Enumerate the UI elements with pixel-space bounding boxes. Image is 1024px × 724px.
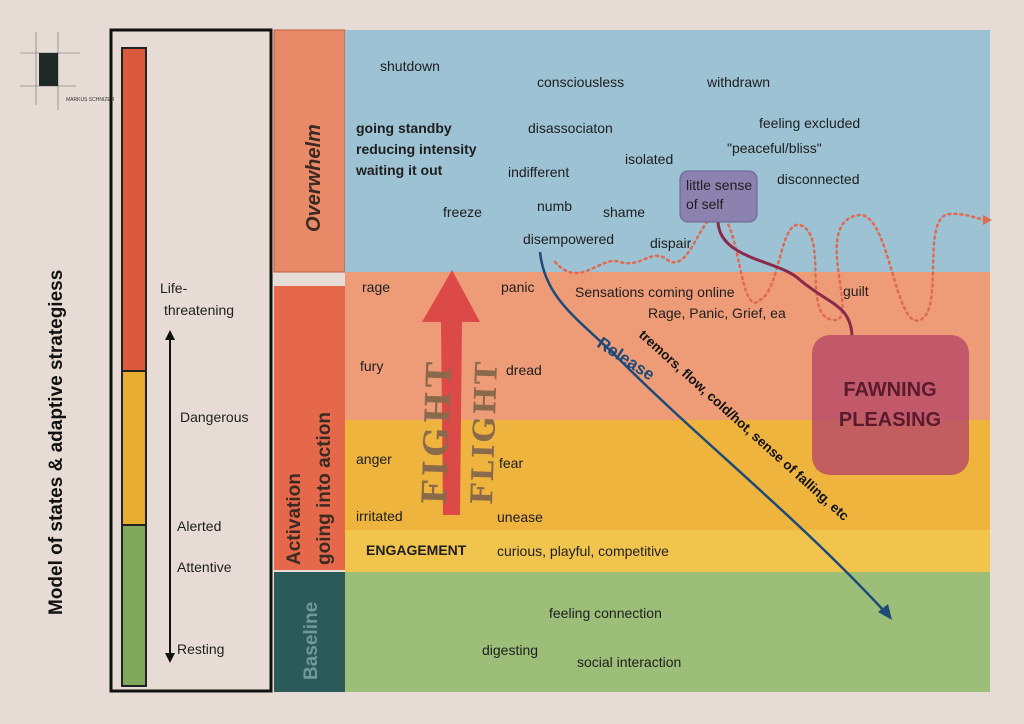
scale-box [109, 28, 273, 693]
scale-label-resting: Resting [177, 641, 224, 657]
word-rage-panic-grief: Rage, Panic, Grief, ea [648, 305, 786, 321]
word-irritated: irritated [356, 508, 403, 524]
door-icon [39, 53, 58, 86]
logo-author: MARKUS SCHNIZER [66, 97, 115, 103]
engagement-label: ENGAGEMENT [366, 542, 467, 558]
word-rage: rage [362, 279, 390, 295]
word-digesting: digesting [482, 642, 538, 658]
category-activation-label-2: going into action [314, 412, 335, 565]
word-disempowered: disempowered [523, 231, 614, 247]
flight-label: FLIGHT [465, 359, 505, 505]
release-arrowhead [878, 604, 892, 620]
fight-label: FIGHT [415, 357, 460, 505]
category-baseline-label: Baseline [301, 602, 322, 680]
category-activation-label: Activation [284, 473, 305, 565]
scale-label-threatening: threatening [164, 302, 234, 318]
scale-label-attentive: Attentive [177, 559, 232, 575]
word-feeling-connection: feeling connection [549, 605, 662, 621]
word-isolated: isolated [625, 151, 673, 167]
scale-green [121, 524, 147, 687]
scale-label-alerted: Alerted [177, 518, 221, 534]
word-disassociaton: disassociaton [528, 120, 613, 136]
little-sense-label-2: of self [686, 196, 723, 212]
word-panic: panic [501, 279, 534, 295]
scale-label-dangerous: Dangerous [180, 409, 249, 425]
little-sense-box [679, 170, 758, 223]
word-shutdown: shutdown [380, 58, 440, 74]
word-numb: numb [537, 198, 572, 214]
scale-label-life: Life- [160, 280, 188, 296]
word-withdrawn: withdrawn [706, 74, 770, 90]
word-peaceful: "peaceful/bliss" [727, 140, 822, 156]
fawning-box [812, 335, 969, 475]
page-title: Model of states & adaptive strategiess [46, 270, 67, 615]
word-disconnected: disconnected [777, 171, 860, 187]
word-standby: going standby [356, 120, 452, 136]
word-fury: fury [360, 358, 383, 374]
band-overwhelm [345, 30, 990, 272]
category-overwhelm-label: Overwhelm [303, 124, 325, 232]
engagement-text: curious, playful, competitive [497, 543, 669, 559]
fight-flight-arrow [422, 270, 480, 515]
connector-line [716, 221, 854, 336]
category-overwhelm [273, 29, 346, 273]
wavy-arrowhead [983, 215, 992, 225]
word-anger: anger [356, 451, 392, 467]
release-arrow [538, 251, 886, 613]
word-consciousless: consciousless [537, 74, 624, 90]
word-fear: fear [499, 455, 523, 471]
word-dread: dread [506, 362, 542, 378]
word-freeze: freeze [443, 204, 482, 220]
word-guilt: guilt [843, 283, 869, 299]
logo: MARKUS SCHNIZER [20, 32, 115, 110]
word-feeling-excluded: feeling excluded [759, 115, 860, 131]
word-sensations: Sensations coming online [575, 284, 735, 300]
band-baseline [345, 572, 990, 692]
pleasing-label: PLEASING [839, 409, 941, 431]
wavy-dotted-arrow [553, 212, 987, 322]
little-sense-label-1: little sense [686, 177, 752, 193]
word-shame: shame [603, 204, 645, 220]
word-social-interaction: social interaction [577, 654, 681, 670]
word-indifferent: indifferent [508, 164, 569, 180]
fawning-label: FAWNING [843, 379, 936, 401]
scale-red [121, 47, 147, 372]
word-dispair: dispair [650, 235, 692, 251]
word-reducing: reducing intensity [356, 141, 477, 157]
scale-double-arrow [165, 330, 175, 663]
scale-yellow [121, 370, 147, 526]
category-baseline [274, 572, 345, 692]
word-waiting: waiting it out [355, 162, 443, 178]
band-engagement [345, 530, 990, 572]
category-activation [274, 286, 345, 570]
word-unease: unease [497, 509, 543, 525]
